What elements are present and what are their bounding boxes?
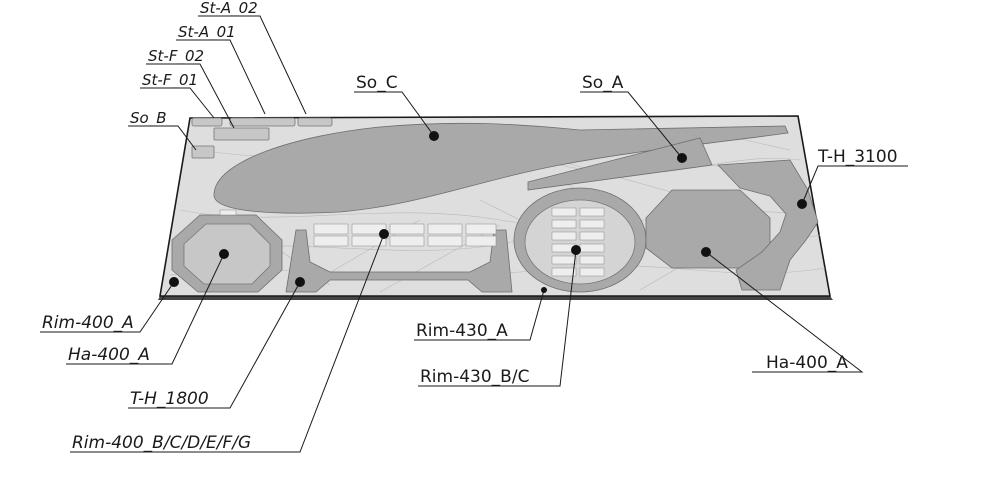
label-rim-430-a: Rim-430_A [416, 321, 508, 341]
label-so-b: So_B [130, 109, 167, 128]
label-ha-400-a-right: Ha-400_A [766, 353, 848, 373]
label-st-f-02: St-F_02 [148, 47, 204, 66]
rim-400-a-tag [219, 209, 237, 216]
st-f-02-part [213, 127, 270, 141]
label-so-c: So_C [356, 73, 398, 93]
board-shadow [158, 296, 833, 300]
t-h-1800-part [285, 229, 513, 293]
label-so-a: So_A [582, 73, 624, 93]
label-rim-430-bc: Rim-430_B/C [420, 367, 529, 387]
label-st-f-01: St-F_01 [142, 71, 198, 90]
label-rim-400-bcdefg: Rim-400_B/C/D/E/F/G [72, 433, 251, 453]
callout-dots [169, 131, 807, 293]
rim-400-bcdefg-parts [313, 223, 497, 247]
st-f-01-part [191, 117, 223, 127]
label-st-a-01: St-A_01 [178, 23, 236, 42]
label-rim-400-a: Rim-400_A [42, 313, 134, 333]
label-st-a-02: St-A_02 [200, 0, 258, 18]
label-t-h-1800: T-H_1800 [130, 389, 209, 409]
st-a-02-part [297, 117, 333, 127]
rim-430-bc-parts [551, 207, 605, 277]
so-a-part [527, 137, 713, 191]
t-h-3100-part [717, 159, 819, 291]
leader-lines [40, 15, 908, 453]
label-t-h-3100: T-H_3100 [817, 147, 898, 167]
so-b-part [191, 145, 215, 159]
label-ha-400-a-left: Ha-400_A [68, 345, 150, 365]
st-a-01-part [229, 117, 296, 127]
